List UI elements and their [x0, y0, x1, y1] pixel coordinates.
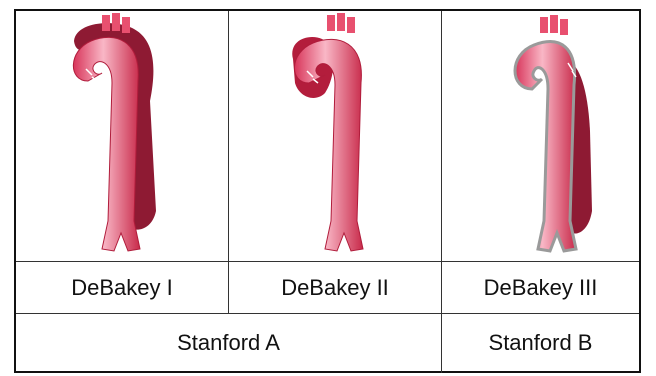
label-stanford-b: Stanford B	[442, 314, 639, 372]
label-stanford-a: Stanford A	[16, 314, 441, 372]
debakey-iii-illustration	[442, 11, 639, 261]
label-debakey-i: DeBakey I	[16, 262, 228, 313]
classification-table: DeBakey I DeBakey II DeBakey III Stanfor…	[14, 9, 641, 373]
label-debakey-ii: DeBakey II	[229, 262, 441, 313]
debakey-ii-illustration	[229, 11, 441, 261]
debakey-i-illustration	[16, 11, 228, 261]
label-debakey-iii: DeBakey III	[442, 262, 639, 313]
